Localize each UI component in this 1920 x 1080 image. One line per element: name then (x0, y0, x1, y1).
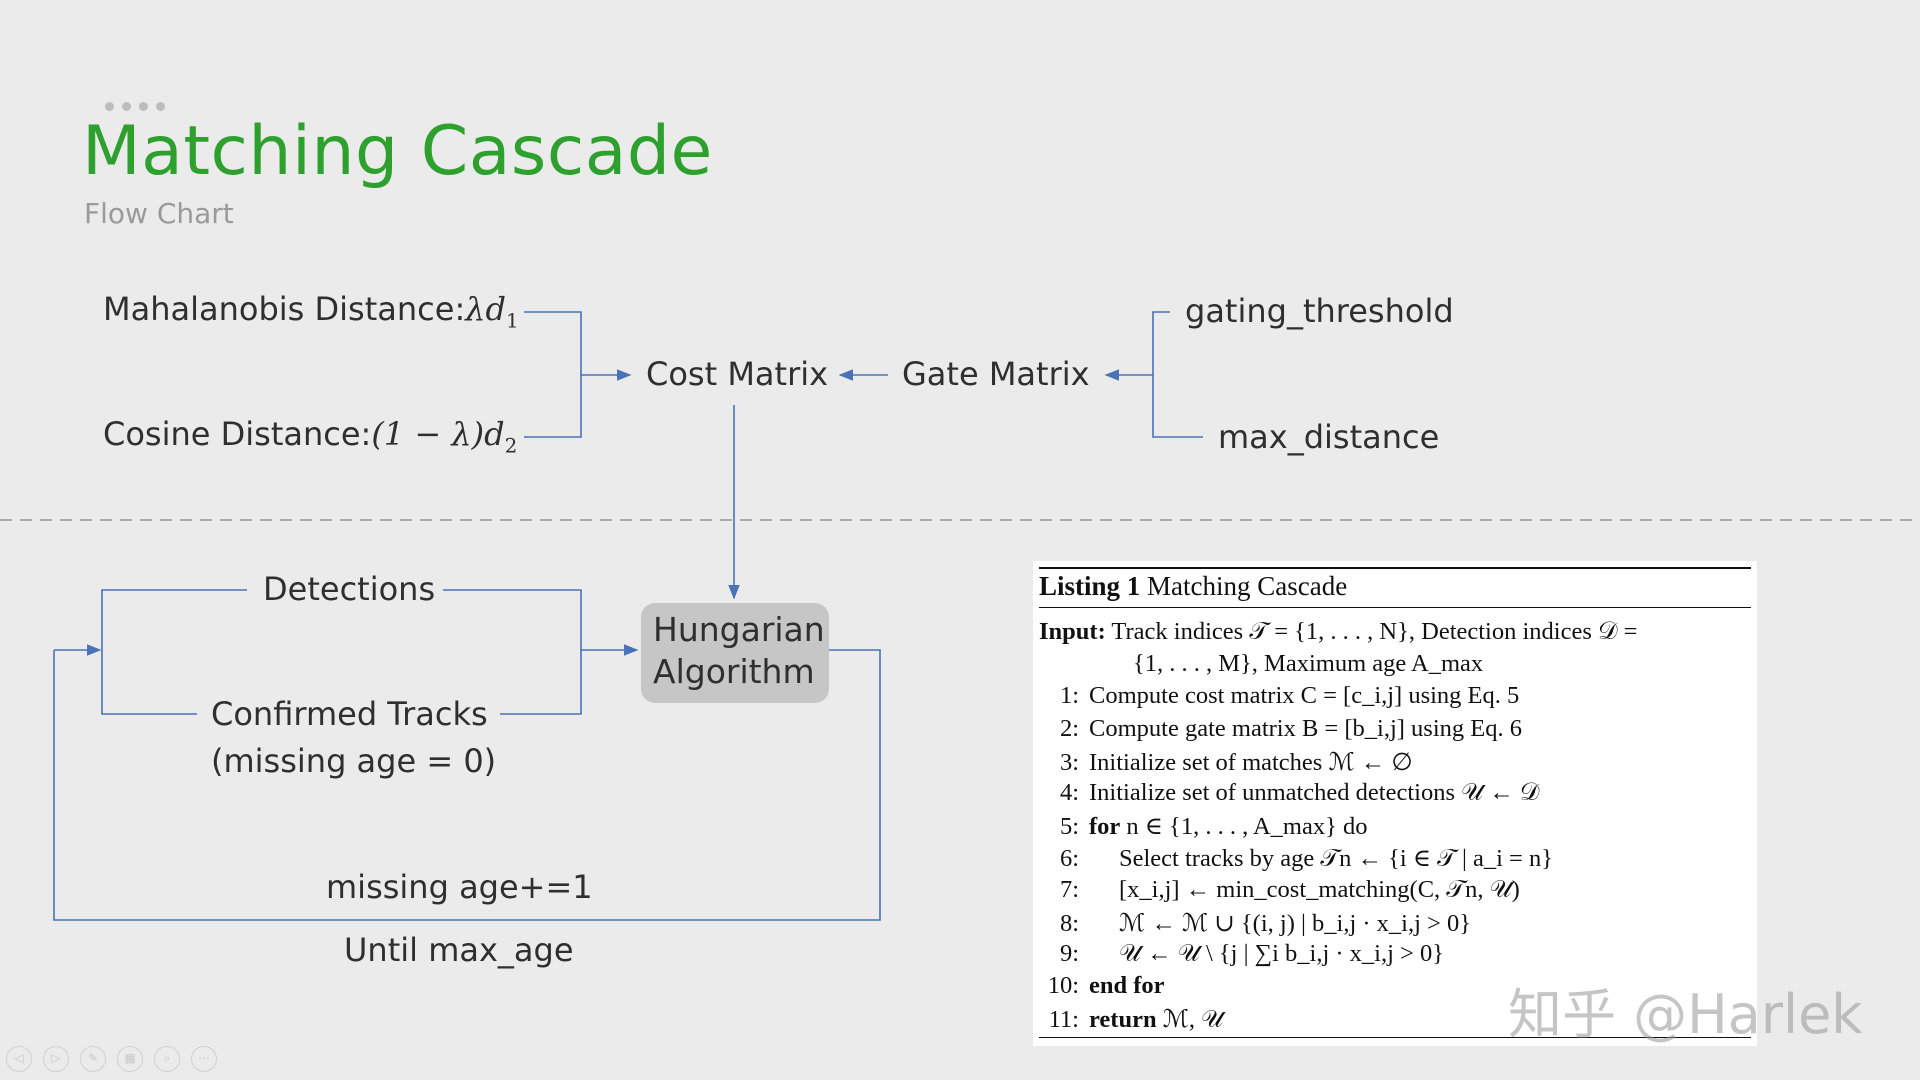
cosine-label: Cosine Distance:(1 − λ)d2 (103, 415, 518, 458)
listing-line: 8:ℳ ← ℳ ∪ {(i, j) | b_i,j · x_i,j > 0} (1059, 909, 1471, 937)
slides-icon[interactable]: ▦ (117, 1046, 143, 1072)
detections-node: Detections (263, 570, 436, 608)
connector-gating (1152, 311, 1203, 438)
connector-mahalanobis (524, 311, 582, 438)
max-distance-label: max_distance (1218, 418, 1440, 456)
listing-line: 9:𝒰 ← 𝒰 \ {j | ∑i b_i,j · x_i,j > 0} (1059, 940, 1444, 967)
more-icon[interactable]: ⋯ (191, 1046, 217, 1072)
feedback-loop (53, 649, 881, 921)
listing-line: {1, . . . , M}, Maximum age A_max (1133, 650, 1484, 678)
listing-line: 3:Initialize set of matches ℳ ← ∅ (1059, 748, 1413, 776)
next-slide-icon[interactable]: ▷ (43, 1046, 69, 1072)
cost-matrix-node: Cost Matrix (646, 355, 829, 393)
slide-dots (105, 102, 165, 111)
until-max-age-label: Until max_age (344, 931, 574, 969)
listing-line: Input: Track indices 𝒯 = {1, . . . , N},… (1039, 618, 1638, 645)
connector-detections-right (443, 589, 582, 715)
algorithm-listing: Listing 1 Matching Cascade Input: Track … (1033, 561, 1757, 1046)
missing-age-zero-label: (missing age = 0) (211, 742, 497, 780)
listing-line: 5:for n ∈ {1, . . . , A_max} do (1059, 813, 1368, 841)
confirmed-tracks-node: Confirmed Tracks (211, 695, 488, 733)
listing-line: 6:Select tracks by age 𝒯n ← {i ∈ 𝒯 | a_i… (1059, 845, 1554, 873)
listing-line: 2:Compute gate matrix B = [b_i,j] using … (1059, 714, 1522, 742)
gate-matrix-node: Gate Matrix (902, 355, 1090, 393)
listing-line: 4:Initialize set of unmatched detections… (1059, 779, 1540, 806)
listing-line: 1:Compute cost matrix C = [c_i,j] using … (1059, 682, 1520, 710)
gating-threshold-label: gating_threshold (1185, 292, 1454, 330)
connector-detections (101, 589, 247, 715)
listing-line: 7:[x_i,j] ← min_cost_matching(C, 𝒯n, 𝒰) (1059, 875, 1520, 903)
hungarian-algorithm-node: Hungarian Algorithm (641, 603, 829, 703)
listing-caption: Listing 1 Matching Cascade (1039, 571, 1348, 601)
zoom-icon[interactable]: ⌕ (154, 1046, 180, 1072)
listing-line: 11:return ℳ, 𝒰 (1048, 1006, 1224, 1034)
prev-slide-icon[interactable]: ◁ (6, 1046, 32, 1072)
page-subtitle: Flow Chart (84, 197, 234, 230)
mahalanobis-label: Mahalanobis Distance:λd1 (103, 290, 519, 333)
watermark: 知乎 @Harlek (1508, 983, 1863, 1046)
pen-icon[interactable]: ✎ (80, 1046, 106, 1072)
listing-line: 10:end for (1047, 972, 1165, 1000)
page-title: Matching Cascade (82, 112, 713, 191)
missing-age-increment-label: missing age+=1 (326, 868, 593, 906)
